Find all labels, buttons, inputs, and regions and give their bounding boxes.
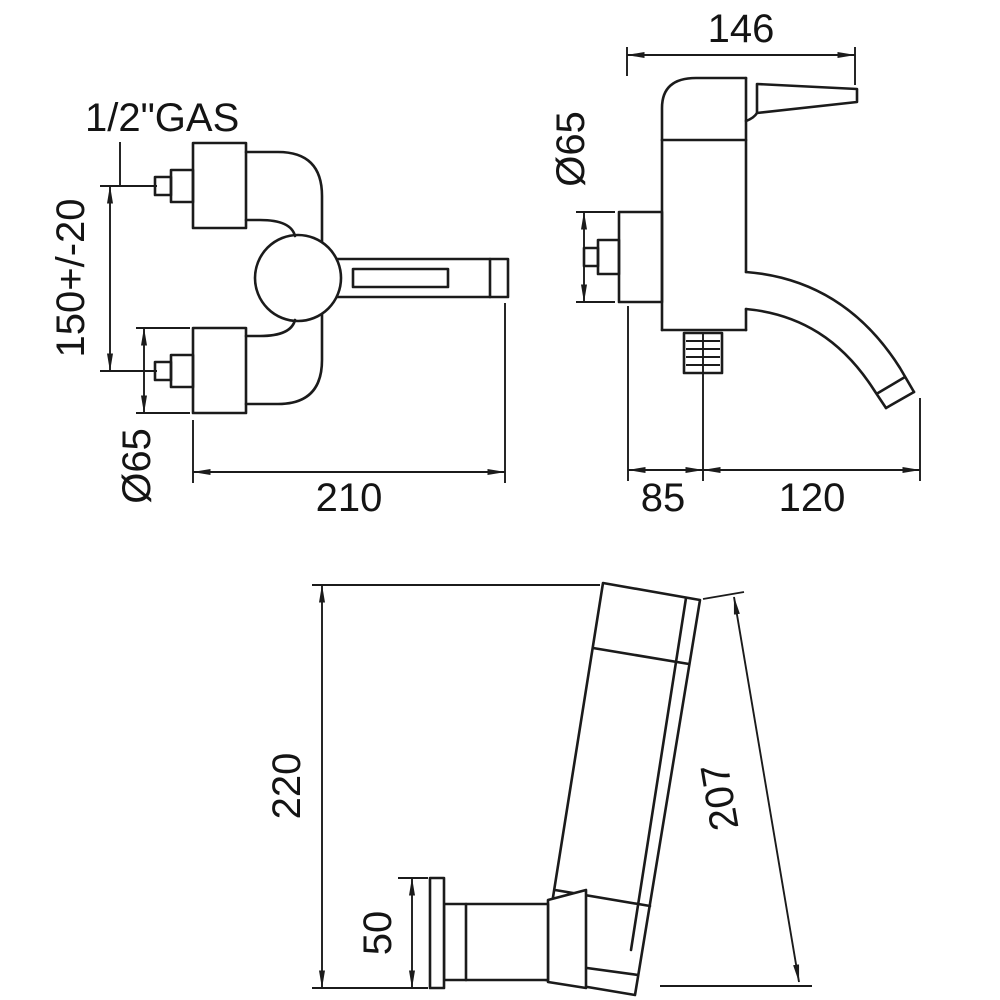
hs-handshower-length-label: 207 (693, 761, 748, 834)
hs-ext-207-top (702, 591, 745, 600)
bracket-cup (546, 888, 588, 990)
front-top-escutcheon (191, 141, 248, 230)
side-wall-offset-label: 85 (641, 476, 686, 520)
hs-overall-height-label: 220 (265, 753, 309, 820)
front-body-tube-bottom-inner (244, 318, 297, 338)
hs-dim-handshower-length (733, 596, 800, 983)
side-handle-collar (744, 111, 759, 123)
front-control-knob (253, 233, 343, 323)
front-bottom-union-nut (169, 353, 195, 389)
side-spout-tip-face (884, 390, 916, 410)
handshower-face-line (629, 596, 688, 952)
front-thread-label: 1/2"GAS (85, 96, 239, 140)
front-spout-outline (335, 257, 510, 299)
front-top-union-stub (153, 175, 173, 197)
front-bottom-escutcheon (191, 326, 248, 415)
front-width-label: 210 (316, 476, 383, 520)
front-view: 1/2"GAS 150+/-20 Ø65 210 (49, 96, 510, 520)
front-bottom-union-stub (153, 360, 173, 382)
bracket-wall-plate (428, 876, 446, 990)
handshower-view: 220 50 207 (265, 581, 812, 997)
handshower-outline (538, 581, 702, 997)
front-body-tube-top-inner (244, 218, 297, 238)
side-escutcheon-label: Ø65 (549, 111, 593, 187)
front-spout-slot (351, 267, 450, 289)
side-lever-handle (755, 82, 859, 115)
handshower-head-joint (591, 646, 691, 666)
side-cap-outline (660, 76, 748, 142)
front-body-tube-bottom-outer (244, 312, 324, 406)
bracket-body (442, 902, 550, 982)
front-body-tube-top-outer (244, 150, 324, 244)
side-union-stub (582, 246, 600, 268)
hs-bracket-height-label: 50 (356, 911, 400, 956)
side-spout-bottom-edge (744, 307, 888, 410)
side-handle-length-label: 146 (708, 7, 775, 51)
side-union-nut (596, 238, 621, 276)
side-escutcheon (617, 210, 664, 304)
front-escutcheon-label: Ø65 (115, 428, 159, 504)
side-spout-aerator-line (876, 375, 907, 395)
front-top-union-nut (169, 168, 195, 204)
side-view: 146 Ø65 85 120 (549, 7, 921, 520)
side-spout-top-edge (744, 270, 916, 394)
front-center-distance-label: 150+/-20 (49, 198, 93, 357)
side-spout-reach-label: 120 (779, 476, 846, 520)
